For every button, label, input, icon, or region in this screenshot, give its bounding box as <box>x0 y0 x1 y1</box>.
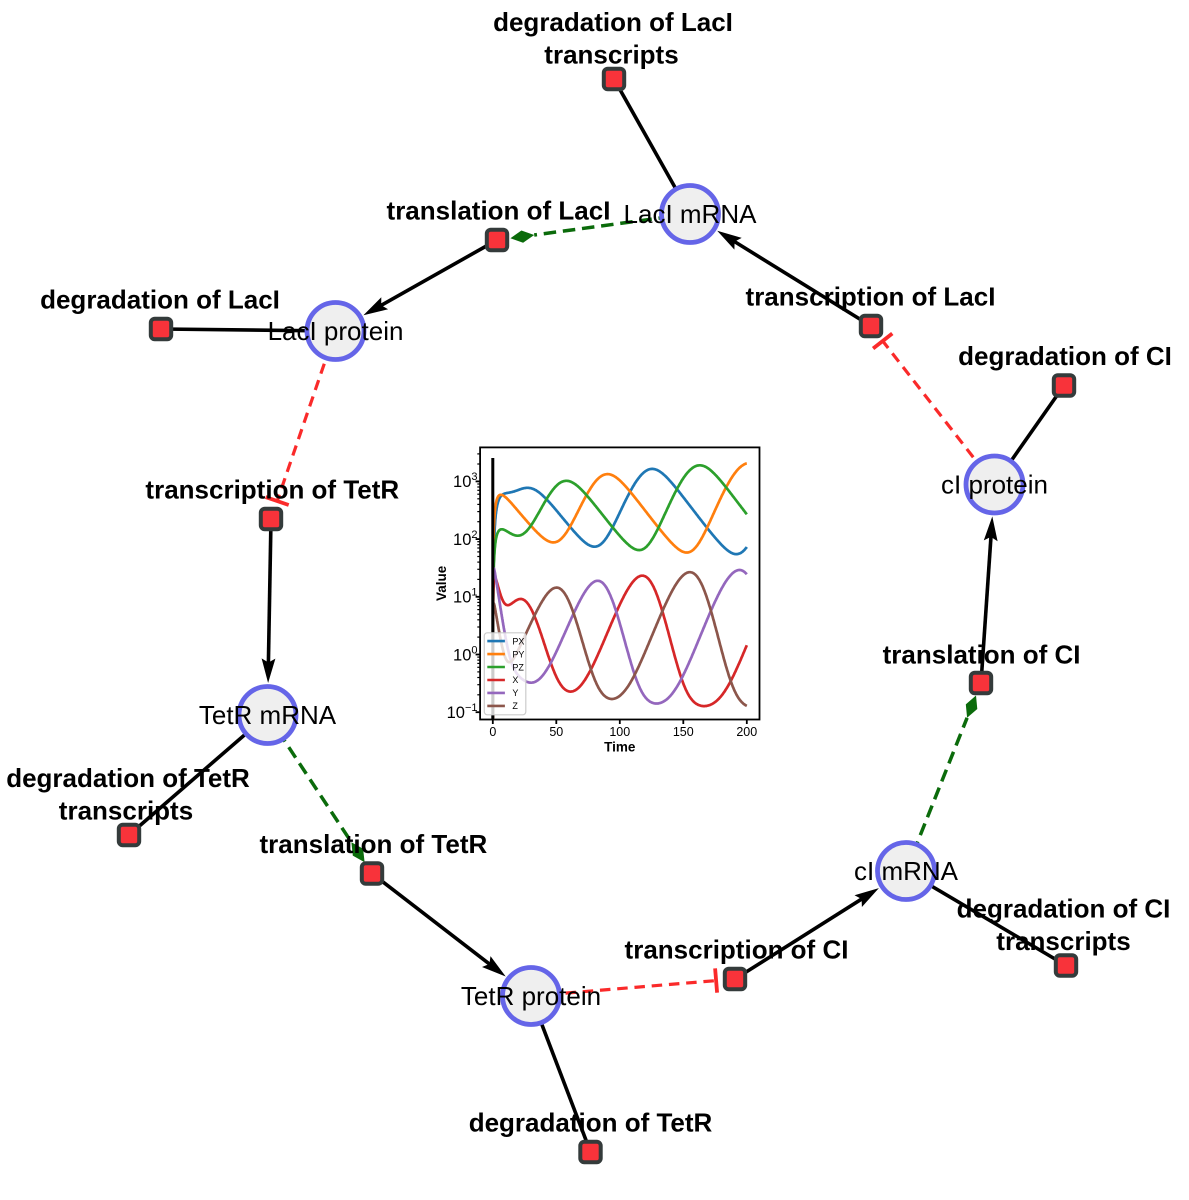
svg-text:cI mRNA: cI mRNA <box>854 856 959 886</box>
svg-text:PY: PY <box>512 649 524 659</box>
svg-text:200: 200 <box>736 725 757 739</box>
svg-text:LacI protein: LacI protein <box>268 316 404 346</box>
svg-text:Time: Time <box>604 740 636 755</box>
svg-text:TetR mRNA: TetR mRNA <box>199 700 337 730</box>
svg-text:transcripts: transcripts <box>59 796 193 826</box>
svg-text:0: 0 <box>489 725 496 739</box>
svg-text:cI protein: cI protein <box>941 470 1048 500</box>
svg-text:translation of LacI: translation of LacI <box>387 196 611 226</box>
svg-text:LacI mRNA: LacI mRNA <box>624 199 758 229</box>
svg-text:translation of TetR: translation of TetR <box>260 829 488 859</box>
svg-text:150: 150 <box>673 725 694 739</box>
svg-text:X: X <box>512 675 518 685</box>
svg-text:PZ: PZ <box>512 662 524 672</box>
svg-text:Y: Y <box>512 688 518 698</box>
svg-text:degradation of TetR: degradation of TetR <box>6 763 250 793</box>
svg-text:transcription of TetR: transcription of TetR <box>145 475 399 505</box>
svg-text:degradation of CI: degradation of CI <box>958 341 1172 371</box>
svg-text:50: 50 <box>549 725 563 739</box>
svg-text:100: 100 <box>609 725 630 739</box>
svg-text:transcription of LacI: transcription of LacI <box>746 282 996 312</box>
svg-text:Value: Value <box>434 565 449 601</box>
svg-text:degradation of CI: degradation of CI <box>957 894 1171 924</box>
svg-text:PX: PX <box>512 636 524 646</box>
svg-text:transcription of CI: transcription of CI <box>625 935 849 965</box>
svg-text:transcripts: transcripts <box>996 926 1130 956</box>
svg-text:degradation of LacI: degradation of LacI <box>493 7 733 37</box>
svg-text:degradation of LacI: degradation of LacI <box>40 285 280 315</box>
svg-text:Z: Z <box>512 701 518 711</box>
svg-text:translation of CI: translation of CI <box>883 640 1081 670</box>
svg-text:transcripts: transcripts <box>544 40 678 70</box>
svg-text:TetR protein: TetR protein <box>461 981 601 1011</box>
svg-text:degradation of TetR: degradation of TetR <box>469 1108 713 1138</box>
